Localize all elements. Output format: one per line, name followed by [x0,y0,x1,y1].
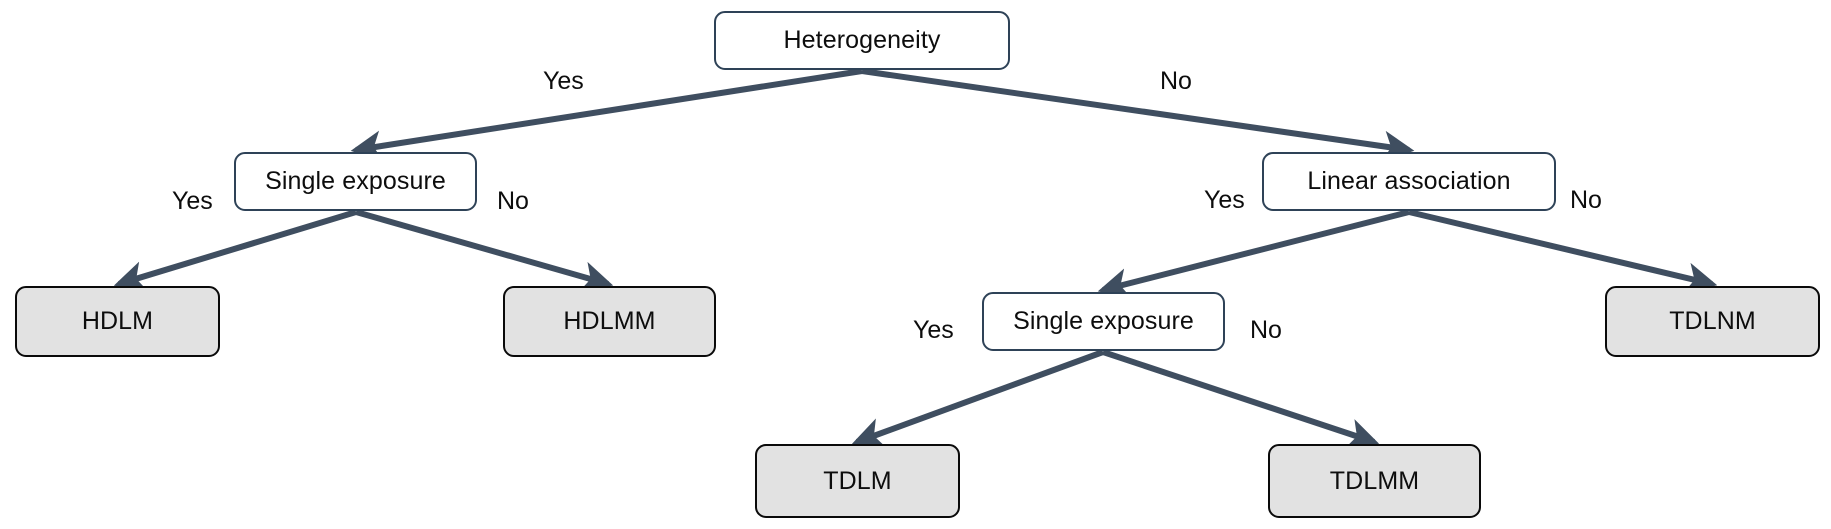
node-label-hdlm: HDLM [81,307,154,335]
edge-linear-association-no [1408,209,1718,294]
node-label-heterogeneity: Heterogeneity [783,26,941,54]
node-single-exposure-right[interactable]: Single exposure [982,292,1225,351]
edge-heterogeneity-no [861,68,1415,162]
edge-single-exposure-right-no [1102,349,1380,449]
edge-label-single-exposure-left-no: No [497,187,529,215]
node-heterogeneity[interactable]: Heterogeneity [714,11,1010,70]
edge-label-single-exposure-right-yes: Yes [913,316,954,344]
node-label-tdlm: TDLM [823,466,892,495]
edge-label-single-exposure-left-yes: Yes [172,187,213,215]
node-tdlm[interactable]: TDLM [755,444,960,518]
edge-label-heterogeneity-yes: Yes [543,67,584,95]
node-label-tdlnm: TDLNM [1669,307,1756,335]
edge-label-linear-association-no: No [1570,186,1602,214]
node-label-single-exposure-right: Single exposure [1013,307,1194,335]
node-label-linear-association: Linear association [1307,167,1511,195]
edge-label-linear-association-yes: Yes [1204,186,1245,214]
node-single-exposure-left[interactable]: Single exposure [234,152,477,211]
edge-linear-association-yes [1097,209,1410,299]
node-linear-association[interactable]: Linear association [1262,152,1556,211]
node-hdlmm[interactable]: HDLMM [503,286,716,357]
node-label-hdlmm: HDLMM [563,307,656,335]
edge-heterogeneity-yes [350,68,863,162]
edge-lines-group [113,68,1718,449]
edge-single-exposure-right-yes [851,349,1105,448]
edge-single-exposure-left-no [355,209,614,292]
node-tdlmm[interactable]: TDLMM [1268,444,1481,518]
edge-label-heterogeneity-no: No [1160,67,1192,95]
node-label-single-exposure-left: Single exposure [265,167,446,195]
node-tdlnm[interactable]: TDLNM [1605,286,1820,357]
edge-label-single-exposure-right-no: No [1250,316,1282,344]
edge-single-exposure-left-yes [113,209,357,292]
node-hdlm[interactable]: HDLM [15,286,220,357]
node-label-tdlmm: TDLMM [1329,466,1420,495]
